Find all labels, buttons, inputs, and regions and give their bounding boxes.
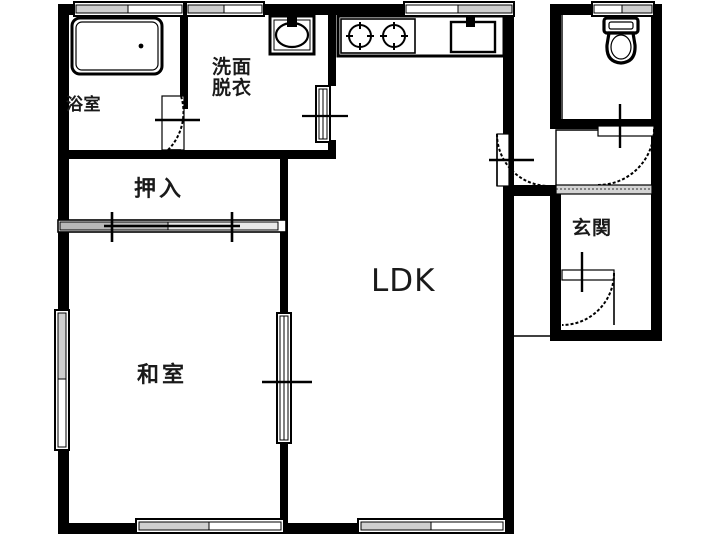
kitchen-counter-icon bbox=[336, 14, 506, 58]
closet-sliding-doors-icon bbox=[57, 212, 287, 242]
toilet-door-icon bbox=[597, 104, 655, 186]
washbasin-icon bbox=[268, 14, 316, 56]
interior-walls bbox=[58, 14, 336, 530]
bathtub-icon bbox=[70, 16, 164, 76]
washitsu-ldk-sliding-door-icon bbox=[262, 312, 312, 444]
bathroom-window-icon bbox=[73, 1, 185, 17]
bathroom-door-icon bbox=[155, 95, 200, 151]
ldk-south-window-icon bbox=[357, 518, 507, 534]
kitchen-sink-icon bbox=[449, 16, 497, 54]
genkan-threshold-icon bbox=[555, 184, 653, 195]
toilet-icon bbox=[602, 16, 640, 65]
washitsu-west-window-icon bbox=[54, 309, 70, 451]
washitsu-south-window-icon bbox=[135, 518, 285, 534]
washroom-ldk-sliding-door-icon bbox=[302, 85, 348, 143]
stovetop-icon bbox=[340, 18, 416, 54]
genkan-ldk-door-icon bbox=[489, 133, 550, 187]
front-entrance-door-icon bbox=[561, 252, 615, 326]
washroom-window-icon bbox=[185, 1, 265, 17]
kitchen-window-icon bbox=[403, 1, 515, 17]
toilet-window-icon bbox=[591, 1, 655, 17]
